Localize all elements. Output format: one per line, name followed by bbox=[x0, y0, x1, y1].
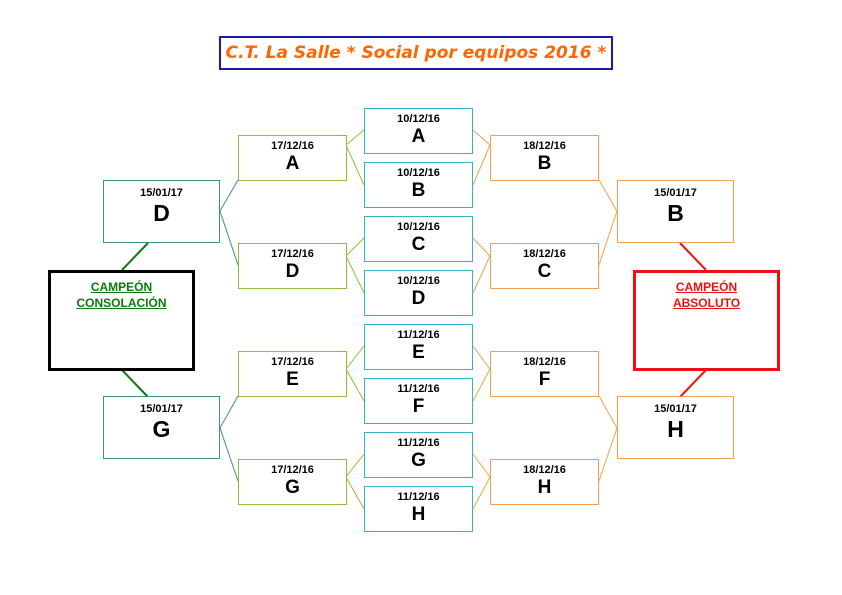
match-date: 15/01/17 bbox=[654, 403, 697, 415]
team-name: D bbox=[411, 288, 426, 309]
team-name: B bbox=[537, 153, 552, 174]
team-name: G bbox=[152, 416, 171, 442]
match-date: 10/12/16 bbox=[397, 167, 440, 179]
match-date: 18/12/16 bbox=[523, 140, 566, 152]
round1-match-c: 10/12/16 C bbox=[364, 216, 473, 262]
consolation-champion-label-line1: CAMPEÓN bbox=[90, 280, 153, 294]
consolation-qf-2: 17/12/16 D bbox=[238, 243, 347, 289]
match-date: 11/12/16 bbox=[397, 437, 440, 449]
winners-qf-2: 18/12/16 C bbox=[490, 243, 599, 289]
absolute-champion-label-line1: CAMPEÓN bbox=[675, 280, 738, 294]
page-title: C.T. La Salle * Social por equipos 2016 … bbox=[219, 36, 613, 70]
match-date: 15/01/17 bbox=[140, 403, 183, 415]
consolation-sf-2: 15/01/17 G bbox=[103, 396, 220, 459]
team-name: C bbox=[411, 234, 426, 255]
round1-match-d: 10/12/16 D bbox=[364, 270, 473, 316]
team-name: B bbox=[411, 180, 426, 201]
winners-qf-1: 18/12/16 B bbox=[490, 135, 599, 181]
team-name: A bbox=[285, 153, 300, 174]
team-name: G bbox=[285, 477, 300, 498]
match-date: 17/12/16 bbox=[271, 356, 314, 368]
consolation-champion-box: CAMPEÓN CONSOLACIÓN bbox=[48, 270, 195, 371]
match-date: 10/12/16 bbox=[397, 275, 440, 287]
match-date: 11/12/16 bbox=[397, 491, 440, 503]
winners-qf-3: 18/12/16 F bbox=[490, 351, 599, 397]
winners-qf-4: 18/12/16 H bbox=[490, 459, 599, 505]
round1-match-e: 11/12/16 E bbox=[364, 324, 473, 370]
match-date: 18/12/16 bbox=[523, 356, 566, 368]
consolation-qf-3: 17/12/16 E bbox=[238, 351, 347, 397]
match-date: 17/12/16 bbox=[271, 464, 314, 476]
match-date: 10/12/16 bbox=[397, 113, 440, 125]
winners-sf-2: 15/01/17 H bbox=[617, 396, 734, 459]
match-date: 17/12/16 bbox=[271, 140, 314, 152]
team-name: D bbox=[285, 261, 300, 282]
round1-match-a: 10/12/16 A bbox=[364, 108, 473, 154]
team-name: A bbox=[411, 126, 426, 147]
team-name: D bbox=[153, 200, 170, 226]
team-name: C bbox=[537, 261, 552, 282]
absolute-champion-label-line2: ABSOLUTO bbox=[672, 296, 741, 310]
consolation-qf-4: 17/12/16 G bbox=[238, 459, 347, 505]
match-date: 11/12/16 bbox=[397, 383, 440, 395]
team-name: E bbox=[412, 342, 425, 363]
team-name: E bbox=[286, 369, 299, 390]
round1-match-h: 11/12/16 H bbox=[364, 486, 473, 532]
consolation-qf-1: 17/12/16 A bbox=[238, 135, 347, 181]
match-date: 18/12/16 bbox=[523, 248, 566, 260]
team-name: H bbox=[667, 416, 684, 442]
consolation-sf-1: 15/01/17 D bbox=[103, 180, 220, 243]
team-name: H bbox=[411, 504, 426, 525]
team-name: B bbox=[667, 200, 684, 226]
match-date: 17/12/16 bbox=[271, 248, 314, 260]
match-date: 11/12/16 bbox=[397, 329, 440, 341]
round1-match-b: 10/12/16 B bbox=[364, 162, 473, 208]
team-name: H bbox=[537, 477, 552, 498]
match-date: 15/01/17 bbox=[140, 187, 183, 199]
team-name: G bbox=[411, 450, 426, 471]
round1-match-g: 11/12/16 G bbox=[364, 432, 473, 478]
absolute-champion-box: CAMPEÓN ABSOLUTO bbox=[633, 270, 780, 371]
round1-match-f: 11/12/16 F bbox=[364, 378, 473, 424]
winners-sf-1: 15/01/17 B bbox=[617, 180, 734, 243]
match-date: 18/12/16 bbox=[523, 464, 566, 476]
consolation-champion-label-line2: CONSOLACIÓN bbox=[76, 296, 167, 310]
team-name: F bbox=[538, 369, 551, 390]
match-date: 10/12/16 bbox=[397, 221, 440, 233]
team-name: F bbox=[412, 396, 425, 417]
match-date: 15/01/17 bbox=[654, 187, 697, 199]
